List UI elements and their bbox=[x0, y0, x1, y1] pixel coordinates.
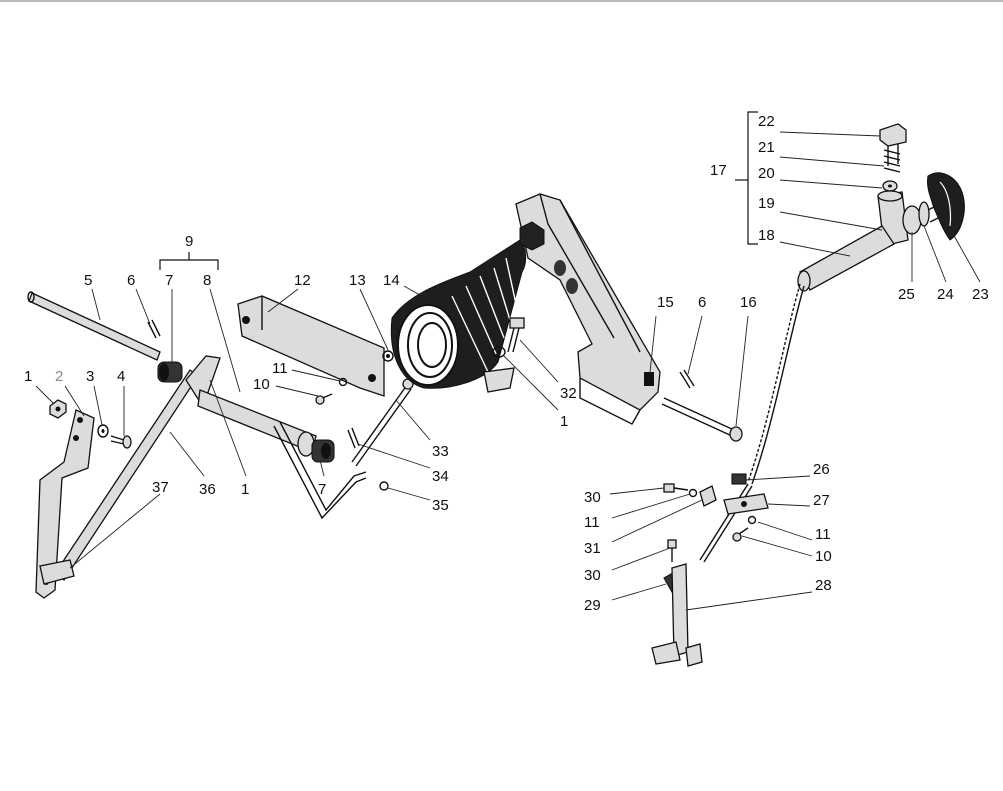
part-bolt-32 bbox=[507, 317, 525, 353]
callout-13-washer: 13 bbox=[349, 272, 366, 289]
part-boot-14 bbox=[390, 239, 527, 393]
callout-23-knob: 23 bbox=[972, 286, 989, 303]
callout-1-washer: 1 bbox=[560, 413, 568, 430]
part-bushing-7b bbox=[311, 439, 335, 463]
callout-29-clip: 29 bbox=[584, 597, 601, 614]
callout-14-boot: 14 bbox=[383, 272, 400, 289]
callout-28-rod: 28 bbox=[815, 577, 832, 594]
part-screw-30b bbox=[667, 539, 677, 562]
part-knob-23 bbox=[927, 172, 965, 241]
part-pin-6 bbox=[147, 319, 161, 339]
callout-34-pin: 34 bbox=[432, 468, 449, 485]
part-cable bbox=[699, 283, 805, 563]
part-bushing-7 bbox=[157, 361, 183, 383]
part-clamp-26 bbox=[731, 473, 747, 485]
callout-2-bracket: 2 bbox=[55, 368, 63, 385]
part-plate-12 bbox=[237, 295, 385, 397]
callout-30-screw: 30 bbox=[584, 489, 601, 506]
callout-17-assembly: 17 bbox=[710, 162, 727, 179]
callout-4-bolt: 4 bbox=[117, 368, 125, 385]
part-washer-11b bbox=[688, 488, 698, 498]
part-bolt-4 bbox=[110, 435, 132, 449]
callout-27-bracket: 27 bbox=[813, 492, 830, 509]
part-washer-11a bbox=[338, 377, 348, 387]
callout-37-link-end: 37 bbox=[152, 479, 169, 496]
part-washer-20 bbox=[882, 180, 898, 192]
part-washer-35 bbox=[379, 481, 389, 491]
callout-9-assembly: 9 bbox=[185, 233, 193, 250]
part-washer-13 bbox=[382, 350, 394, 362]
part-bent-rod bbox=[273, 421, 367, 520]
part-rod-28 bbox=[651, 563, 703, 667]
callout-7-bushing-b: 7 bbox=[318, 481, 326, 498]
callout-6-pin: 6 bbox=[127, 272, 135, 289]
callout-11-washer-b: 11 bbox=[584, 514, 600, 531]
part-tube-18 bbox=[797, 225, 895, 292]
callout-20-washer: 20 bbox=[758, 165, 775, 182]
callout-8-lever: 8 bbox=[203, 272, 211, 289]
part-rod-5 bbox=[27, 291, 161, 361]
callout-labels: 1 2 3 4 5 6 7 8 9 12 13 14 11 10 36 1 7 … bbox=[24, 113, 989, 614]
callout-25-collar: 25 bbox=[898, 286, 915, 303]
callout-33-rod: 33 bbox=[432, 443, 449, 460]
callout-24-collar: 24 bbox=[937, 286, 954, 303]
callout-32-bolt: 32 bbox=[560, 385, 577, 402]
callout-10-screw: 10 bbox=[253, 376, 270, 393]
callout-1-nut: 1 bbox=[24, 368, 32, 385]
part-washer-1c bbox=[492, 346, 506, 358]
part-pin-6b bbox=[679, 369, 695, 389]
callout-12-plate: 12 bbox=[294, 272, 311, 289]
callout-22-bolt: 22 bbox=[758, 113, 775, 130]
callout-3-washer: 3 bbox=[86, 368, 94, 385]
callout-11-washer-c: 11 bbox=[815, 526, 831, 543]
bracket-17 bbox=[747, 111, 758, 245]
part-nut-1 bbox=[49, 399, 67, 419]
callout-10-screw-b: 10 bbox=[815, 548, 832, 565]
part-clip-31 bbox=[699, 485, 717, 507]
part-lever-8 bbox=[185, 355, 317, 457]
part-pin-34 bbox=[347, 427, 360, 449]
callout-26-clamp: 26 bbox=[813, 461, 830, 478]
part-bolt-22 bbox=[879, 123, 907, 166]
callout-11-washer: 11 bbox=[272, 360, 288, 377]
part-spring-21 bbox=[883, 149, 901, 173]
callout-36-link: 36 bbox=[199, 481, 216, 498]
part-screw-10a bbox=[315, 393, 333, 405]
callout-15-housing: 15 bbox=[657, 294, 674, 311]
callout-1-lever-pivot: 1 bbox=[241, 481, 249, 498]
part-collar-25 bbox=[902, 205, 922, 235]
part-bracket-27 bbox=[723, 493, 769, 515]
callout-19-body: 19 bbox=[758, 195, 775, 212]
callout-6-pin-b: 6 bbox=[698, 294, 706, 311]
callout-18-tube: 18 bbox=[758, 227, 775, 244]
callout-5-rod: 5 bbox=[84, 272, 92, 289]
callout-21-spring: 21 bbox=[758, 139, 775, 156]
part-screw-30a bbox=[663, 483, 689, 493]
part-washer-11c bbox=[747, 515, 757, 525]
callout-7-bushing: 7 bbox=[165, 272, 173, 289]
leader-lines bbox=[35, 131, 981, 611]
part-washer-3 bbox=[97, 424, 109, 438]
callout-31-clip: 31 bbox=[584, 540, 601, 557]
part-housing-15 bbox=[515, 193, 661, 425]
callout-35-washer: 35 bbox=[432, 497, 449, 514]
callout-16-pin: 16 bbox=[740, 294, 757, 311]
part-pin-16 bbox=[661, 397, 743, 442]
part-screw-10b bbox=[732, 527, 749, 542]
callout-30-screw-b: 30 bbox=[584, 567, 601, 584]
